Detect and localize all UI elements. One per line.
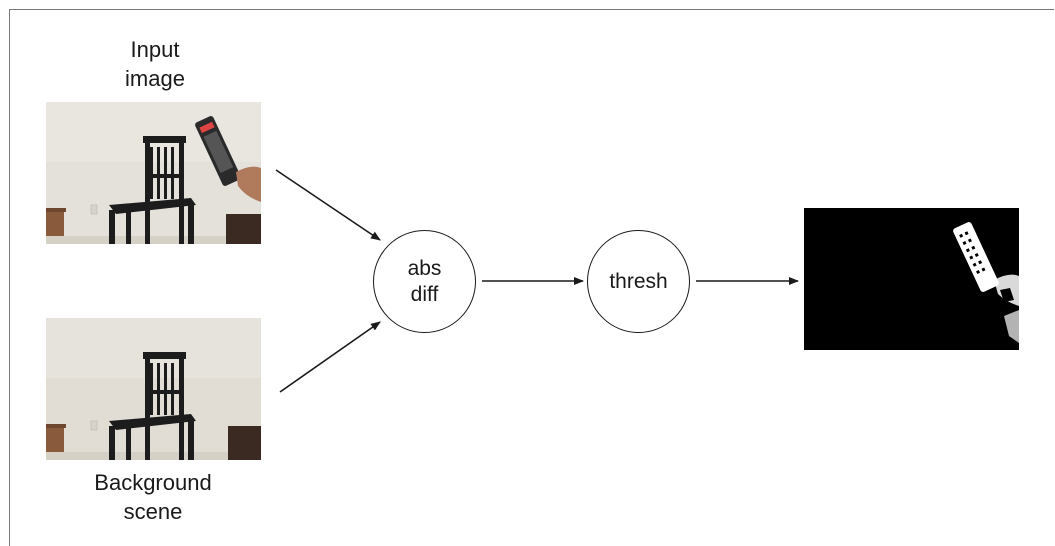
- input-image: [46, 102, 261, 244]
- abs-diff-label-line1: abs: [407, 256, 442, 280]
- background-scene-image: [46, 318, 261, 460]
- arrow-input-to-absdiff: [275, 169, 381, 241]
- thresh-label: thresh: [609, 269, 668, 293]
- input-image-label: Input image: [125, 37, 185, 91]
- abs-diff-label-line2: diff: [410, 282, 439, 306]
- output-mask-image: [804, 208, 1019, 350]
- abs-diff-node: abs diff: [373, 230, 476, 333]
- figure-frame: [9, 9, 1054, 546]
- thresh-node: thresh: [587, 230, 690, 333]
- background-scene-label: Background scene: [94, 470, 212, 524]
- arrow-background-to-absdiff: [279, 321, 381, 393]
